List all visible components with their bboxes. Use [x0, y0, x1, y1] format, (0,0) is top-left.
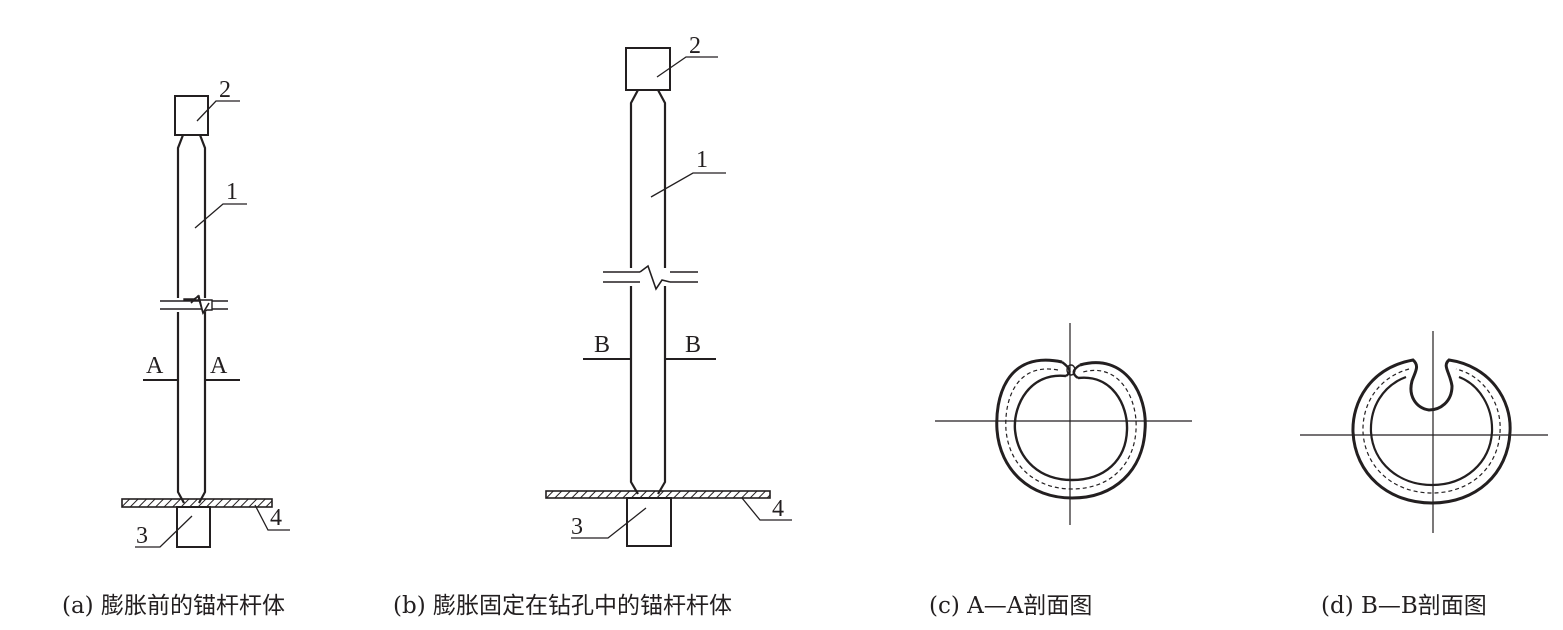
centerlines-c — [935, 323, 1192, 525]
end-cap-b — [625, 47, 671, 91]
tube-right-wall-upper-a — [198, 134, 207, 298]
callout-1-a: 1 — [226, 179, 238, 205]
callout-1-b: 1 — [696, 147, 708, 173]
bearing-plate-a — [121, 498, 273, 508]
leader-3-a — [135, 515, 193, 548]
section-mark-b-right: B — [685, 332, 701, 358]
tube-right-wall-lower-a — [198, 312, 207, 504]
outer-wall-d — [1351, 358, 1512, 505]
fold-c — [1061, 361, 1081, 379]
caption-d: (d) B—B剖面图 — [1321, 593, 1487, 619]
caption-a: (a) 膨胀前的锚杆杆体 — [62, 593, 285, 619]
end-cap-a — [174, 95, 209, 136]
caption-c: (c) A—A剖面图 — [929, 593, 1093, 619]
caption-b: (b) 膨胀固定在钻孔中的锚杆杆体 — [393, 593, 732, 619]
callout-2-a: 2 — [219, 77, 231, 103]
bearing-plate-b — [545, 490, 771, 499]
panel-b-drawing: 2 1 3 4 B B — [545, 33, 792, 547]
tube-left-wall-lower-a — [176, 312, 185, 504]
middle-wall-d — [1362, 368, 1501, 494]
tube-left-wall-upper-a — [176, 134, 185, 298]
bottom-end-a — [176, 506, 211, 548]
section-mark-a-left: A — [146, 353, 164, 379]
outer-wall-c — [995, 358, 1147, 500]
callout-3-b: 3 — [571, 514, 583, 540]
leader-4-a — [254, 504, 290, 531]
leader-1-b — [650, 172, 726, 198]
section-mark-a-right: A — [210, 353, 228, 379]
inner-wall-d — [1369, 375, 1494, 487]
break-lines-a — [160, 300, 228, 310]
break-symbol-b — [639, 264, 671, 291]
bottom-end-b — [626, 497, 672, 547]
tube-right-wall-upper-b — [657, 89, 667, 268]
leader-2-b — [656, 56, 718, 78]
panel-c-drawing — [935, 323, 1192, 525]
callout-3-a: 3 — [136, 523, 148, 549]
middle-wall-c — [1005, 368, 1137, 490]
leader-4-b — [741, 497, 792, 521]
section-mark-b-left: B — [594, 332, 610, 358]
tube-left-wall-upper-b — [629, 89, 639, 268]
panel-d-drawing — [1300, 331, 1548, 533]
centerlines-d — [1300, 331, 1548, 533]
fold-core-c — [1066, 364, 1076, 376]
leader-2-a — [196, 100, 240, 122]
tube-left-wall-lower-b — [629, 286, 639, 495]
inner-wall-c — [1013, 374, 1129, 482]
leader-3-b — [571, 507, 647, 539]
callout-4-b: 4 — [772, 496, 784, 522]
break-symbol-a — [190, 294, 210, 315]
leader-1-a — [194, 203, 247, 229]
tube-right-wall-lower-b — [657, 286, 667, 495]
callout-2-b: 2 — [689, 33, 701, 59]
callout-4-a: 4 — [270, 505, 282, 531]
panel-a-drawing: 2 1 3 4 A A — [121, 77, 290, 549]
